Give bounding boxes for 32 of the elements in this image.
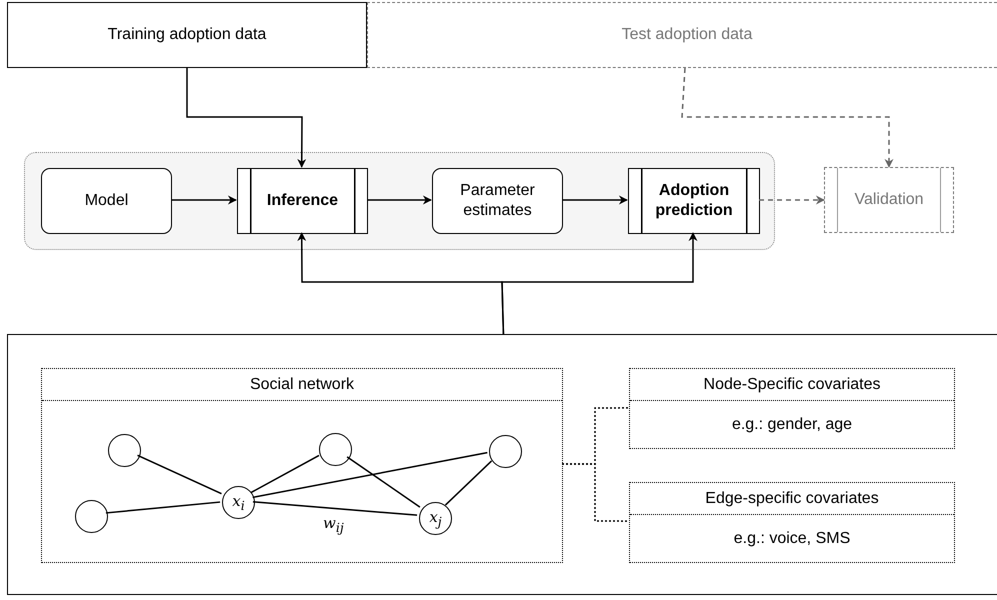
- node-label: Training adoption data: [108, 25, 266, 45]
- math-label: x$_{j}$: [429, 508, 442, 530]
- subprocess-box: [628, 168, 760, 234]
- node-label: Model: [84, 191, 128, 211]
- data-box: [367, 2, 997, 68]
- titled-panel: [629, 482, 955, 563]
- process-box: [41, 168, 172, 234]
- node-label: Validation: [854, 190, 924, 210]
- math-label: x$_{i}$: [232, 492, 245, 514]
- group-panel: [24, 152, 775, 250]
- node-label: Adoption prediction: [654, 181, 734, 221]
- data-box: [7, 2, 367, 68]
- node-label: Inference: [266, 191, 338, 211]
- subprocess-box: [824, 167, 954, 233]
- titled-panel: [41, 368, 563, 563]
- panel-text: e.g.: voice, SMS: [732, 528, 852, 548]
- panel-heading: Social network: [42, 369, 562, 401]
- group-panel: [7, 334, 997, 595]
- panel-heading: Edge-specific covariates: [630, 483, 954, 515]
- node-label: Test adoption data: [622, 25, 752, 45]
- graph-node-circle: [108, 434, 141, 467]
- subprocess-box: [237, 168, 368, 234]
- process-box: [432, 168, 563, 234]
- graph-node-circle: [222, 486, 255, 519]
- graph-node-circle: [319, 433, 352, 466]
- panel-heading: Node-Specific covariates: [630, 369, 954, 401]
- graph-node-circle: [489, 435, 522, 468]
- titled-panel: [629, 368, 955, 449]
- graph-node-circle: [419, 502, 452, 535]
- graph-node-circle: [75, 500, 108, 533]
- panel-text: e.g.: gender, age: [730, 414, 854, 434]
- node-label: Parameter estimates: [459, 181, 536, 221]
